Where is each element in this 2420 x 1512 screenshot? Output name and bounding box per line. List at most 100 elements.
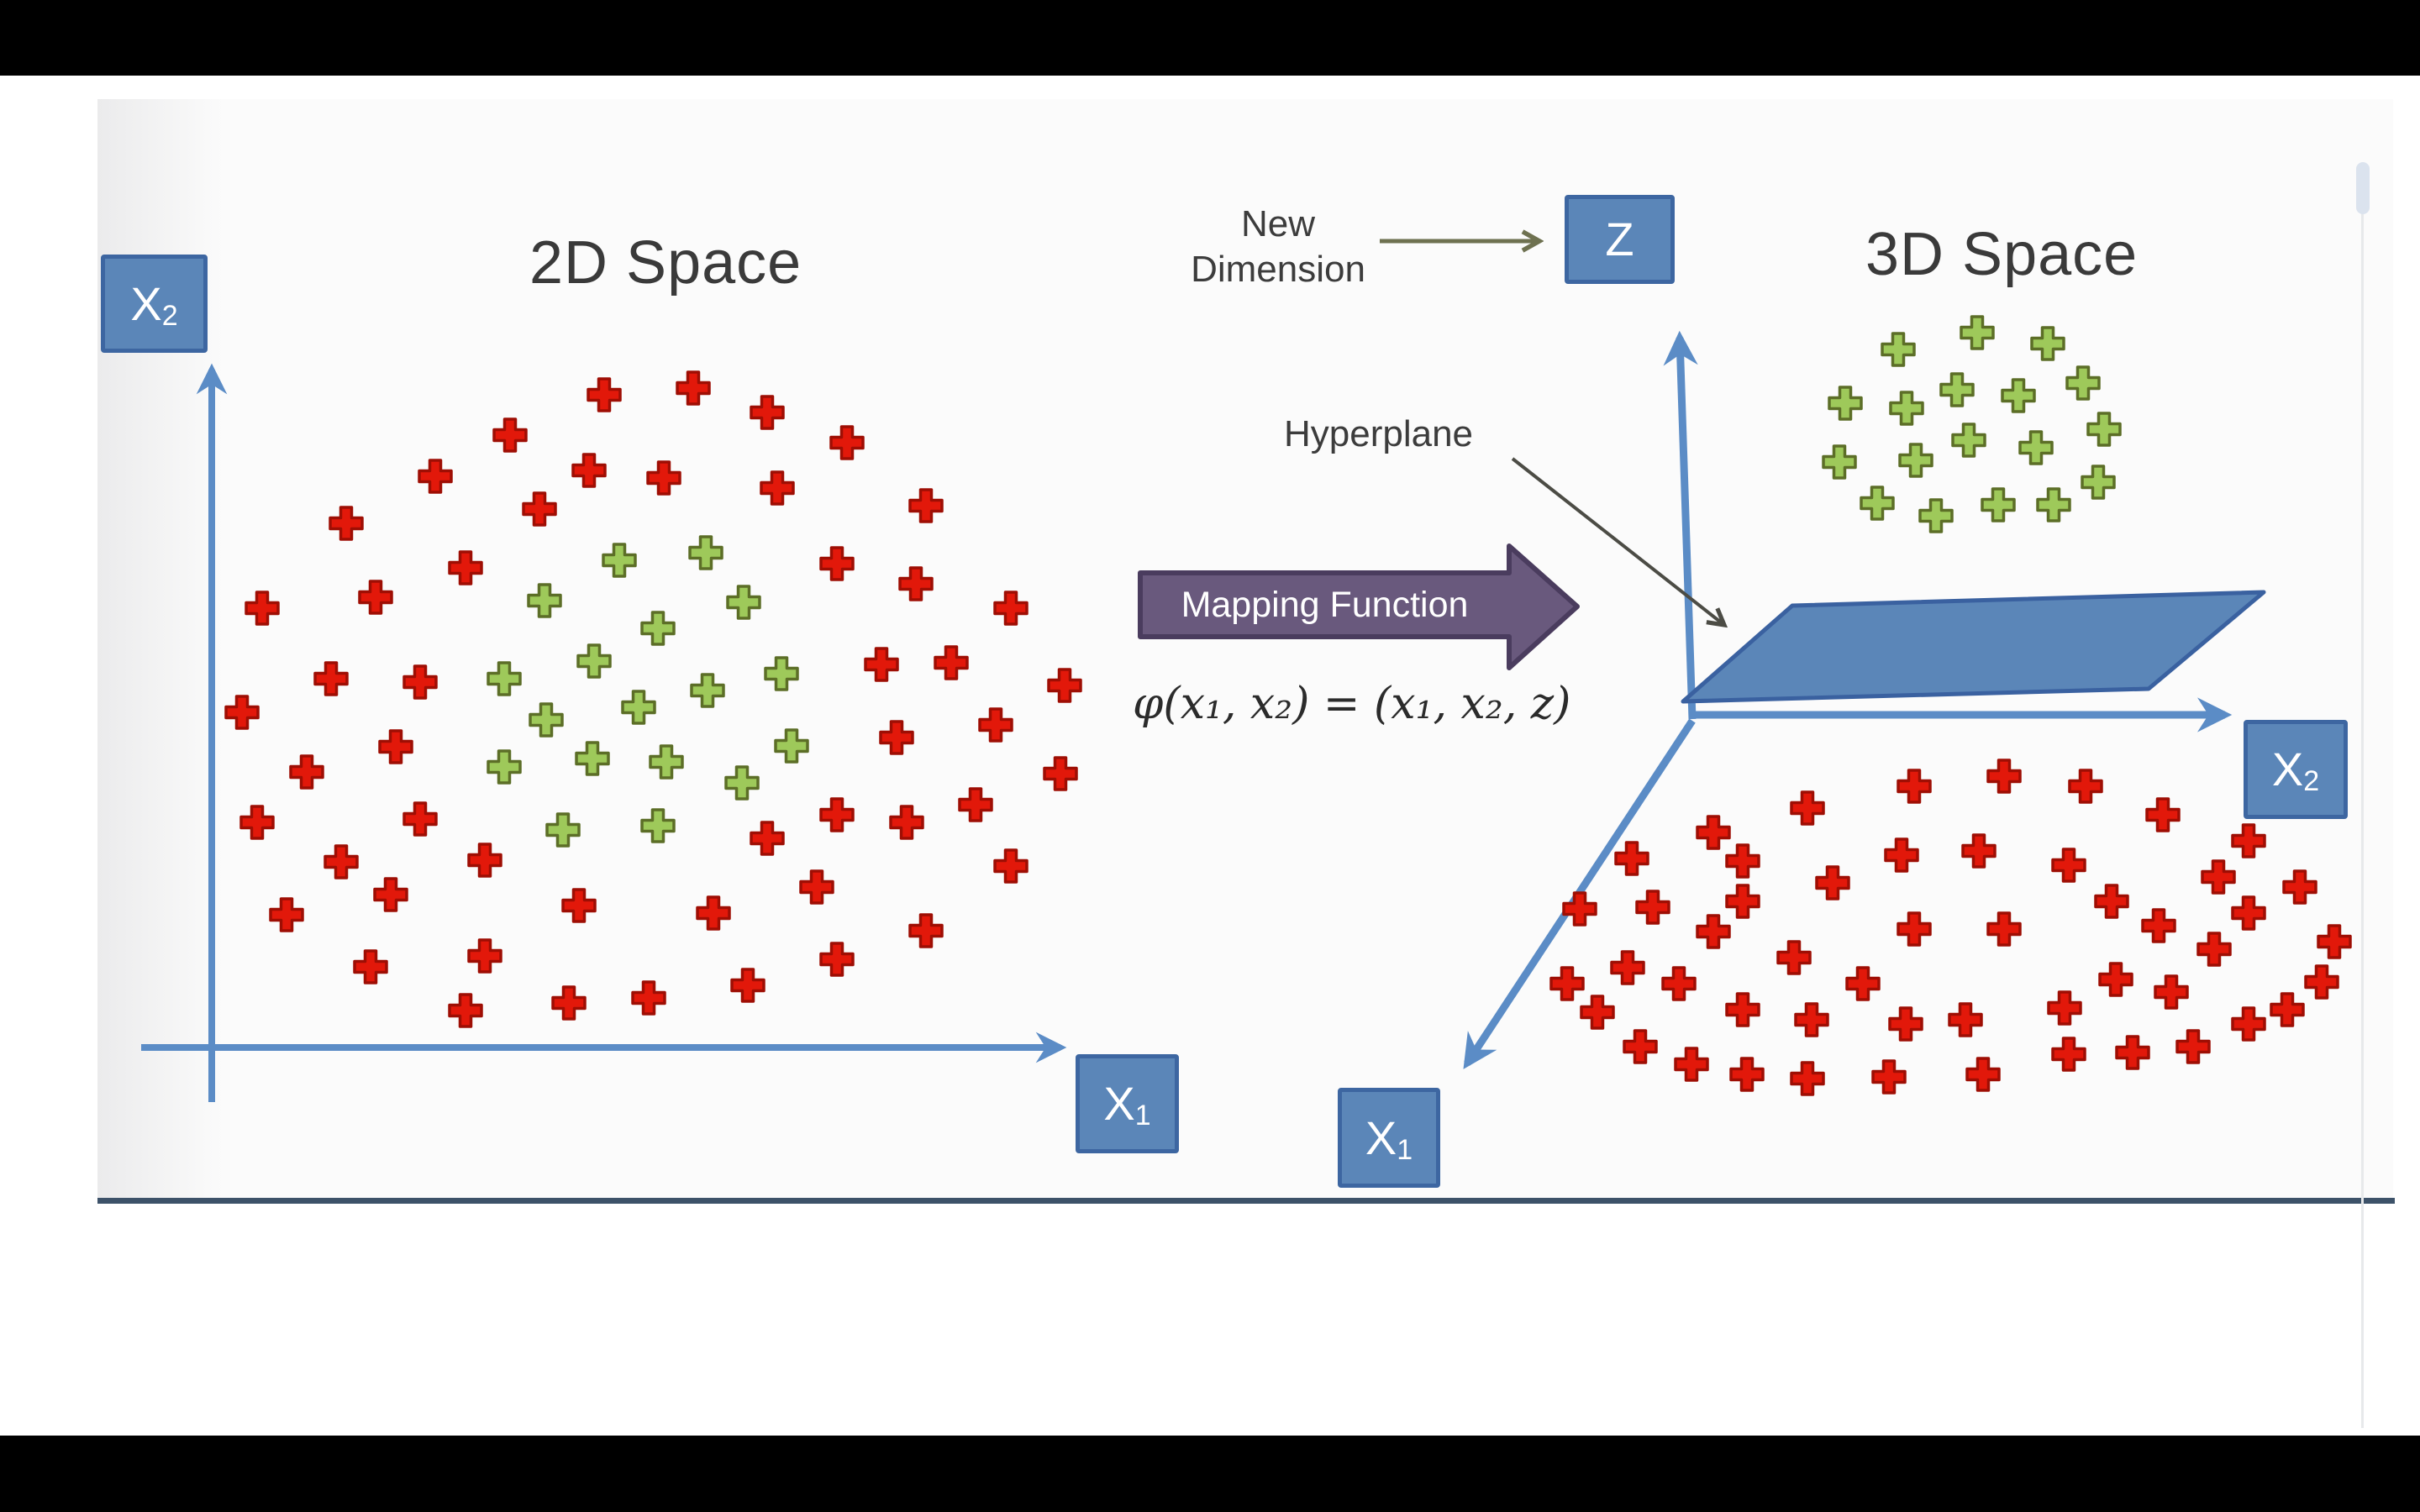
- red-plus-marker: [1888, 1006, 1923, 1042]
- mapping-function-arrow: [1138, 543, 1580, 670]
- green-plus-marker: [576, 643, 612, 679]
- red-plus-marker: [750, 395, 785, 430]
- red-plus-marker: [1043, 756, 1078, 791]
- red-plus-marker: [313, 661, 349, 696]
- red-plus-marker: [1725, 884, 1760, 919]
- red-plus-marker: [829, 425, 865, 460]
- green-plus-marker: [487, 749, 522, 785]
- red-plus-marker: [1790, 1061, 1825, 1096]
- left-panel-title: 2D Space: [529, 229, 802, 297]
- right-green-cluster: [1822, 315, 2122, 533]
- red-plus-marker: [358, 580, 393, 615]
- green-plus-marker: [2086, 412, 2122, 447]
- red-plus-marker: [418, 459, 453, 494]
- red-plus-marker: [993, 848, 1028, 884]
- red-plus-marker: [1884, 837, 1919, 873]
- green-plus-marker: [1860, 486, 1895, 521]
- red-plus-marker: [646, 460, 681, 496]
- scrollbar-thumb[interactable]: [2356, 162, 2370, 214]
- red-plus-marker: [402, 801, 438, 837]
- green-plus-marker: [2081, 465, 2116, 500]
- green-plus-marker: [2018, 430, 2054, 465]
- red-plus-marker: [819, 797, 855, 832]
- green-plus-marker: [2001, 378, 2036, 413]
- red-plus-marker: [2196, 932, 2232, 967]
- red-plus-marker: [1897, 911, 1932, 947]
- red-plus-marker: [1815, 865, 1850, 900]
- red-plus-marker: [1986, 911, 2022, 947]
- green-plus-marker: [1918, 498, 1954, 533]
- red-plus-marker: [730, 968, 765, 1003]
- green-plus-marker: [724, 765, 760, 801]
- red-plus-marker: [1871, 1059, 1907, 1095]
- green-plus-marker: [2030, 326, 2065, 361]
- red-plus-marker: [1961, 833, 1996, 869]
- red-plus-marker: [2231, 1006, 2266, 1042]
- red-plus-marker: [2231, 895, 2266, 931]
- green-plus-marker: [774, 728, 809, 764]
- red-plus-marker: [676, 370, 711, 406]
- red-plus-marker: [1562, 891, 1597, 927]
- red-plus-marker: [492, 417, 528, 453]
- red-plus-marker: [819, 546, 855, 581]
- red-plus-marker: [324, 844, 359, 879]
- red-plus-marker: [2317, 924, 2352, 959]
- red-plus-marker: [239, 805, 275, 840]
- red-plus-marker: [2175, 1029, 2211, 1064]
- axis-label: X: [130, 276, 162, 330]
- red-plus-marker: [402, 664, 438, 700]
- red-plus-marker: [448, 993, 483, 1028]
- red-plus-marker: [696, 895, 731, 931]
- red-plus-marker: [1776, 940, 1812, 975]
- hyperplane-plane: [1681, 590, 2266, 704]
- red-plus-marker: [2282, 869, 2317, 905]
- red-plus-marker: [378, 729, 413, 764]
- red-plus-marker: [1580, 995, 1615, 1030]
- red-plus-marker: [1965, 1057, 2001, 1092]
- green-plus-marker: [545, 812, 581, 848]
- red-plus-marker: [1794, 1002, 1829, 1037]
- axis-label: X: [2271, 743, 2304, 795]
- red-plus-marker: [760, 470, 795, 506]
- red-plus-marker: [879, 720, 914, 755]
- red-plus-marker: [1047, 668, 1082, 703]
- red-plus-marker: [2154, 974, 2189, 1010]
- green-plus-marker: [640, 808, 676, 843]
- green-plus-marker: [1889, 391, 1924, 426]
- red-plus-marker: [561, 888, 597, 923]
- green-plus-marker: [1828, 386, 1863, 421]
- red-plus-marker: [2141, 908, 2176, 943]
- red-plus-marker: [245, 591, 280, 626]
- red-plus-marker: [2098, 962, 2133, 997]
- mapping-formula: φ(x₁, x₂) = (x₁, x₂, z): [1133, 679, 1571, 729]
- green-plus-marker: [621, 690, 656, 725]
- red-plus-marker: [819, 942, 855, 977]
- red-plus-marker: [2201, 859, 2236, 895]
- mapping-function-label: Mapping Function: [1181, 584, 1469, 625]
- red-plus-marker: [1614, 841, 1649, 876]
- axis-label: X: [1365, 1110, 1397, 1164]
- left-red-cluster: [224, 370, 1082, 1028]
- red-plus-marker: [2094, 884, 2129, 919]
- red-plus-marker: [1661, 966, 1697, 1001]
- red-plus-marker: [2270, 992, 2305, 1027]
- green-plus-marker: [575, 741, 610, 776]
- right-red-cluster: [1549, 759, 2352, 1096]
- red-plus-marker: [1696, 815, 1731, 850]
- slide-bottom-rule: [97, 1198, 2395, 1204]
- red-plus-marker: [587, 377, 622, 412]
- red-plus-marker: [799, 869, 834, 905]
- red-plus-marker: [289, 754, 324, 790]
- red-plus-marker: [2047, 990, 2082, 1026]
- green-plus-marker: [1960, 315, 1995, 350]
- red-plus-marker: [448, 550, 483, 585]
- green-plus-marker: [640, 611, 676, 646]
- red-plus-marker: [750, 821, 785, 856]
- red-plus-marker: [2051, 848, 2086, 883]
- green-plus-marker: [602, 543, 637, 578]
- red-plus-marker: [908, 488, 944, 523]
- green-plus-marker: [1881, 332, 1916, 367]
- red-plus-marker: [1549, 966, 1585, 1001]
